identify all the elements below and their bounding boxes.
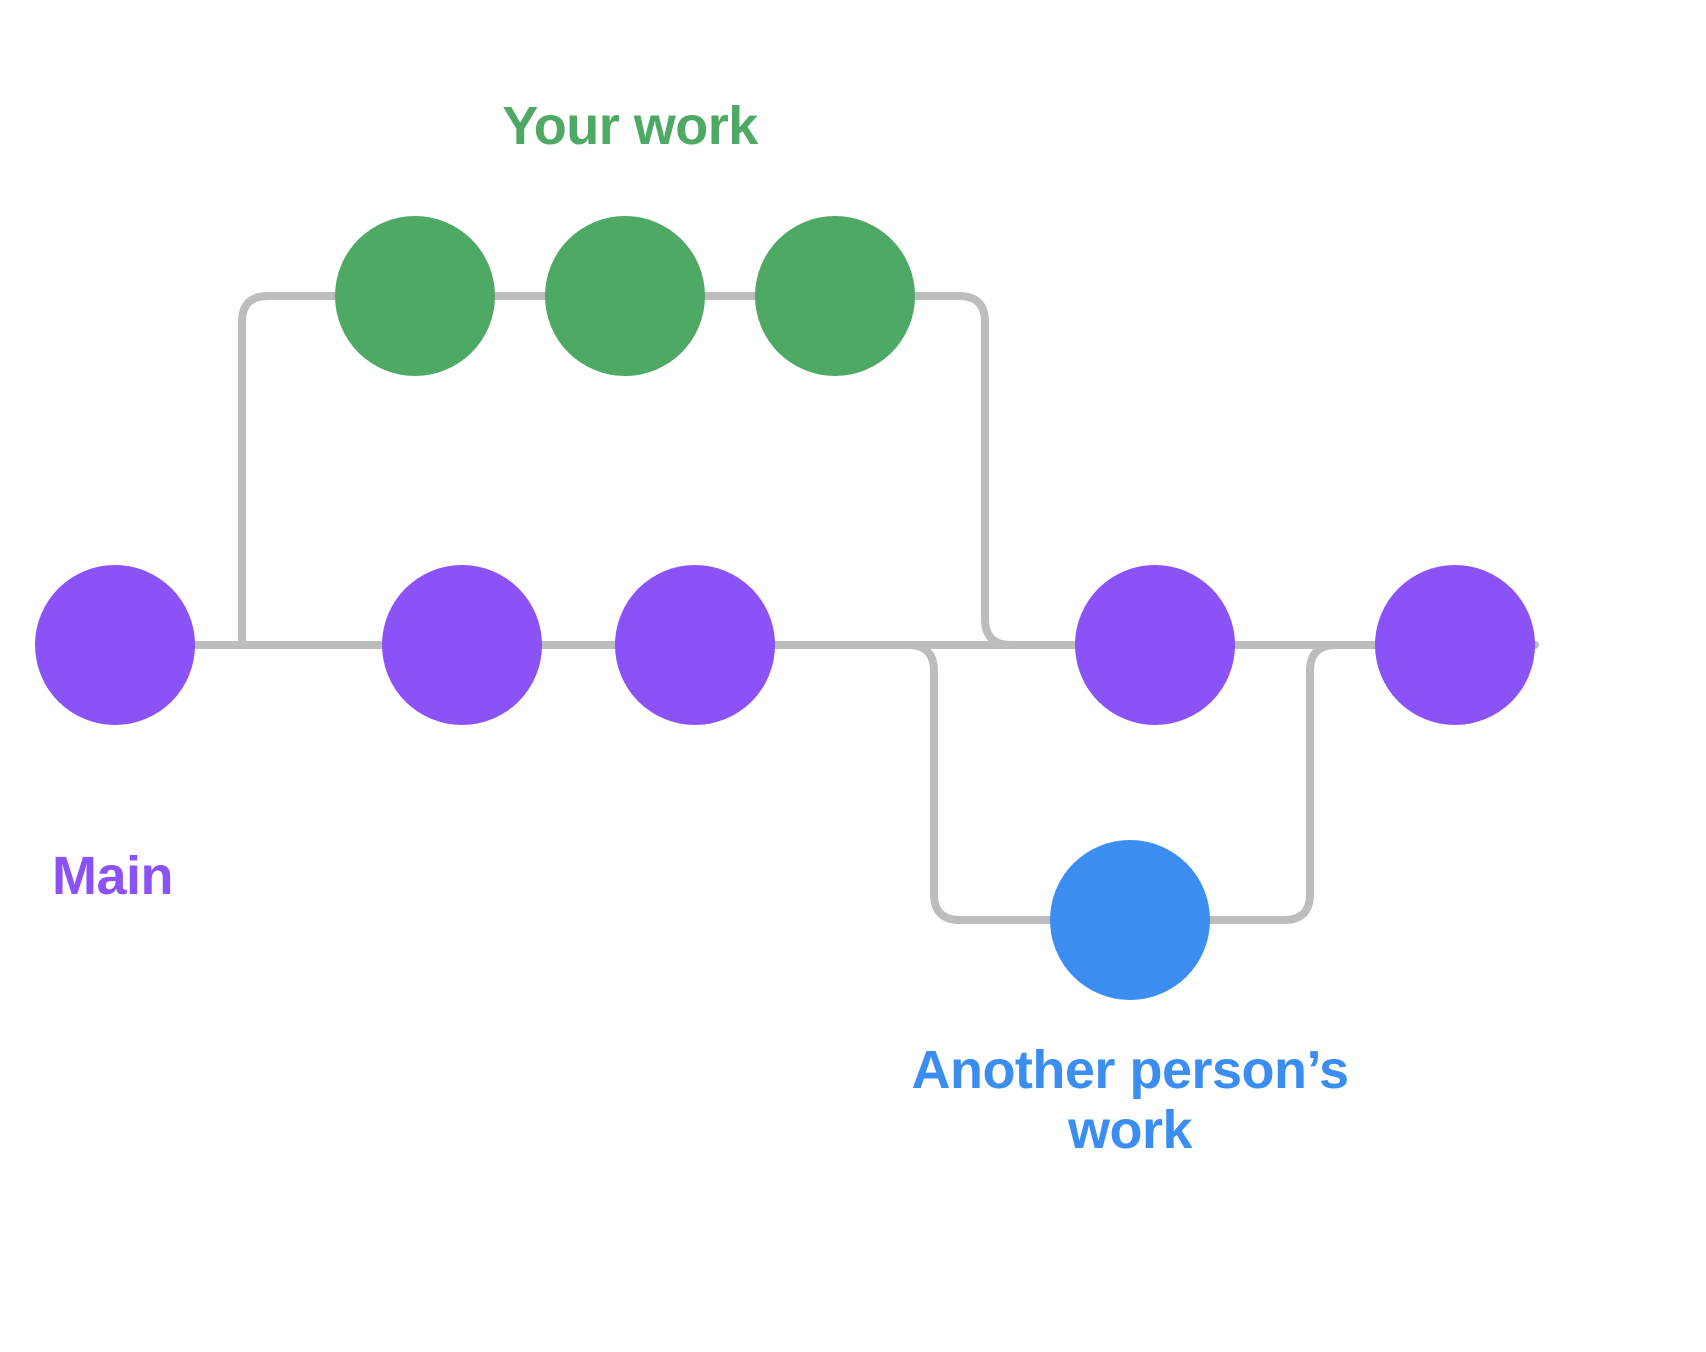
commit-node-your-work-3[interactable]	[755, 216, 915, 376]
commit-node-your-work-1[interactable]	[335, 216, 495, 376]
commit-node-main-5[interactable]	[1375, 565, 1535, 725]
connector-merge-in-your-work	[911, 292, 1015, 649]
branch-label-another-person-line2: work	[1067, 1100, 1193, 1161]
commit-node-main-2[interactable]	[382, 565, 542, 725]
connector-branch-out-your-work	[238, 292, 339, 649]
commit-node-main-3[interactable]	[615, 565, 775, 725]
commit-layer	[35, 216, 1535, 1000]
commit-node-main-4[interactable]	[1075, 565, 1235, 725]
connector-layer	[191, 292, 1539, 924]
commit-node-your-work-2[interactable]	[545, 216, 705, 376]
connector-merge-in-another-person	[1206, 641, 1340, 924]
branch-label-another-person-line1: Another person’s	[911, 1040, 1349, 1100]
branch-label-your-work: Your work	[502, 96, 758, 156]
commit-node-another-person-1[interactable]	[1050, 840, 1210, 1000]
connector-branch-out-another-person	[904, 641, 1054, 924]
commit-node-main-1[interactable]	[35, 565, 195, 725]
branch-label-main: Main	[52, 846, 174, 906]
